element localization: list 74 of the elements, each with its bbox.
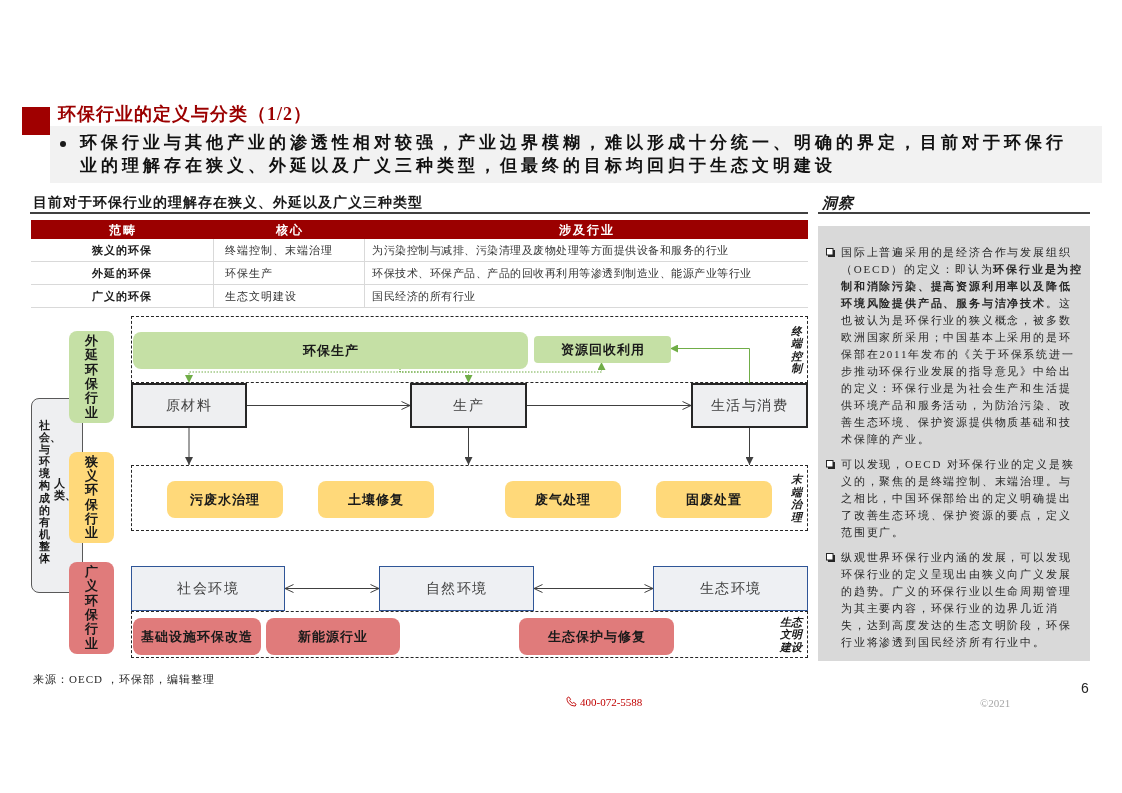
- category-tag: [69, 452, 114, 543]
- section-heading: 目前对于环保行业的理解存在狭义、外延以及广义三种类型: [33, 194, 423, 212]
- stage-box: [131, 383, 247, 428]
- category-tag: [69, 562, 114, 654]
- dashed-frame: [131, 316, 808, 383]
- table-header-cell: 涉及行业: [365, 220, 808, 239]
- industry-box: [133, 618, 261, 655]
- stage-box: [410, 383, 527, 428]
- arrow: [745, 427, 754, 466]
- environment-box: [131, 566, 285, 611]
- industry-box: [266, 618, 400, 655]
- node-label: 污废水治理: [190, 490, 260, 509]
- table-cell: 为污染控制与减排、污染清理及废物处理等方面提供设备和服务的行业: [365, 239, 808, 262]
- industry-box: [318, 481, 434, 518]
- node-label: 新能源行业: [298, 627, 368, 646]
- table-cell: 环保生产: [214, 262, 365, 285]
- node-label: 生产: [453, 397, 484, 415]
- table-header-cell: 范畴: [31, 220, 214, 239]
- table-cell: 外延的环保: [31, 262, 214, 285]
- table-header-cell: 核心: [214, 220, 365, 239]
- environment-box: [379, 566, 534, 611]
- industry-box: [505, 481, 621, 518]
- industry-box: [656, 481, 772, 518]
- source-note: 来源：OECD ，环保部，编辑整理: [33, 672, 215, 687]
- node-label: 原材料: [165, 397, 213, 415]
- page-title: 环保行业的定义与分类（1/2）: [58, 103, 312, 126]
- node-label: 环保生产: [302, 341, 359, 360]
- dashed-frame: [131, 611, 808, 658]
- frame-label: 生态文明建设: [780, 615, 802, 654]
- insight-paragraph: 纵观世界环保行业内涵的发展，可以发现环保行业的定义呈现出由狭义向广义发展的趋势。广义的环保行业以生命周期管理为其主要内容，环保行业的边界几近消失，达到高度发达的生态文明阶段，环保行业将渗透到国民经济所有行业中。: [841, 550, 1073, 650]
- environment-box: [653, 566, 808, 611]
- category-tag: [69, 331, 114, 423]
- node-label: 自然环境: [425, 580, 488, 598]
- table-cell: 环保技术、环保产品、产品的回收再利用等渗透到制造业、能源产业等行业: [365, 262, 808, 285]
- node-label: 生态保护与修复: [547, 627, 646, 646]
- node-label: 社会环境: [177, 580, 239, 598]
- insight-paragraph: 可以发现，OECD 对环保行业的定义是狭义的，聚焦的是终端控制、末端治理。与之相比，中国环保部给出的定义明确提出了改善生态环境、保护资源的要点，定义范围更广。: [841, 457, 1076, 540]
- double-headed-arrow: [284, 584, 380, 593]
- node-label: 基础设施环保改造: [141, 627, 253, 646]
- node-label: 废气处理: [535, 490, 591, 509]
- arrow: [399, 361, 606, 373]
- table-cell: 狭义的环保: [31, 239, 214, 262]
- page-number: 6: [1081, 679, 1089, 698]
- insight-paragraph: 国际上普遍采用的是经济合作与发展组织（OECD）的定义：即认为环保行业是为控制和消除污染、提高资源利用率以及降低环境风险提供产品、服务与洁净技术。这也被认为是环保行业的狭义概念，被多数欧洲国家所采用；中国基本上采用的是环保部在2011年发布的《关于环保系统进一步推动环保行业发展的指导意见》中给出的定义：环保行业是为社会生产和生活提供环境产品和服务活动，为防治污染、改善生态环境、保护资源提供物质基础和技术保障的产业。: [841, 245, 1083, 447]
- table-cell: 国民经济的所有行业: [365, 285, 808, 308]
- node-label: 固废处置: [686, 490, 742, 509]
- node-label: 资源回收利用: [560, 340, 645, 359]
- vertical-label: 狭义环保行业: [85, 454, 98, 541]
- vertical-label: 广义环保行业: [85, 565, 98, 651]
- frame-label: 终端控制: [791, 324, 802, 375]
- node-label: 土壤修复: [348, 490, 404, 509]
- frame-label: 末端治理: [791, 472, 802, 524]
- arrow: [246, 401, 411, 410]
- industry-box: [133, 332, 528, 369]
- arrow: [526, 401, 692, 410]
- industry-box: [519, 618, 674, 655]
- stage-box: [691, 383, 808, 428]
- node-label: 生活与消费: [710, 397, 789, 415]
- industry-box: [167, 481, 283, 518]
- industry-box: [534, 336, 671, 363]
- phone-number: 400-072-5588: [580, 695, 643, 710]
- node-label: 生态环境: [699, 580, 762, 598]
- dashed-frame: [131, 465, 808, 531]
- copyright-note: ©2021: [980, 696, 1011, 711]
- arrow: [669, 344, 750, 384]
- vertical-label: 外延环保行业: [85, 334, 98, 420]
- arrow: [185, 427, 193, 466]
- double-headed-arrow: [533, 584, 654, 593]
- summary-text: 环保行业与其他产业的渗透性相对较强，产业边界模糊，难以形成十分统一、明确的界定，目前对于环保行业的理解存在狭义、外延以及广义三种类型，但最终的目标均回归于生态文明建设: [80, 132, 1068, 177]
- section-heading: 洞察: [822, 194, 854, 213]
- table-cell: 终端控制、末端治理: [214, 239, 365, 262]
- arrow: [464, 427, 473, 466]
- table-cell: 生态文明建设: [214, 285, 365, 308]
- table-cell: 广义的环保: [31, 285, 214, 308]
